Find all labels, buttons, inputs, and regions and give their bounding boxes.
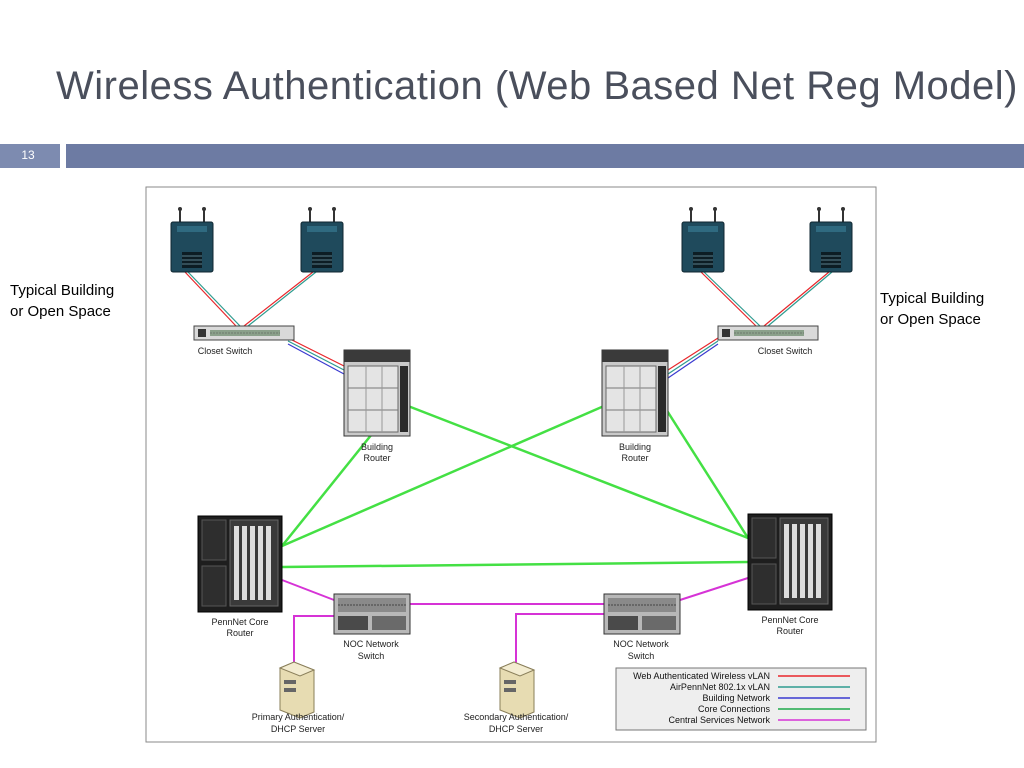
left-area-label-line1: Typical Building <box>10 282 115 299</box>
title-bar <box>66 144 1024 168</box>
secondary-server-label-1: Secondary Authentication/ <box>464 712 569 722</box>
building-router-right-label-1: Building <box>619 442 651 452</box>
right-area-label-line2: or Open Space <box>880 311 981 328</box>
closet-switch-left-label: Closet Switch <box>198 346 253 356</box>
left-area-label-line2: or Open Space <box>10 303 111 320</box>
core-router-icon <box>197 515 283 613</box>
closet-switch-icon <box>193 325 295 341</box>
core-router-icon <box>747 513 833 611</box>
closet-switch-icon <box>717 325 819 341</box>
core-connections <box>281 404 750 569</box>
noc-switch-right-label-1: NOC Network <box>613 639 669 649</box>
core-router-left-label-1: PennNet Core <box>211 617 268 627</box>
primary-server-label-1: Primary Authentication/ <box>252 712 345 722</box>
legend-label: Core Connections <box>698 704 771 714</box>
slide-number-box <box>0 144 60 168</box>
legend: Web Authenticated Wireless vLAN AirPennN… <box>615 667 867 731</box>
noc-switch-right-label-2: Switch <box>628 651 655 661</box>
left-area-label: Typical Building or Open Space <box>10 280 114 322</box>
diagram-frame <box>145 186 877 743</box>
building-router-right-label-2: Router <box>621 453 648 463</box>
building-router-icon <box>343 349 411 437</box>
building-router-left-label-1: Building <box>361 442 393 452</box>
legend-label: AirPennNet 802.1x vLAN <box>670 682 770 692</box>
building-router-left-label-2: Router <box>363 453 390 463</box>
noc-switch-icon <box>603 593 681 635</box>
left-building-links <box>184 271 345 375</box>
legend-label: Building Network <box>702 693 770 703</box>
legend-label: Central Services Network <box>668 715 770 725</box>
central-services-links <box>281 577 749 664</box>
noc-switch-left-label-1: NOC Network <box>343 639 399 649</box>
legend-label: Web Authenticated Wireless vLAN <box>633 671 770 681</box>
core-router-left-label-2: Router <box>226 628 253 638</box>
right-area-label: Typical Building or Open Space <box>880 288 984 330</box>
server-icon <box>279 661 315 719</box>
slide-number: 13 <box>21 148 35 162</box>
slide-title: Wireless Authentication (Web Based Net R… <box>56 64 1018 108</box>
building-router-icon <box>601 349 669 437</box>
right-building-links <box>667 271 833 379</box>
noc-switch-icon <box>333 593 411 635</box>
server-icon <box>499 661 535 719</box>
closet-switch-right-label: Closet Switch <box>758 346 813 356</box>
primary-server-label-2: DHCP Server <box>271 724 325 734</box>
core-router-right-label-1: PennNet Core <box>761 615 818 625</box>
core-router-right-label-2: Router <box>776 626 803 636</box>
noc-switch-left-label-2: Switch <box>358 651 385 661</box>
secondary-server-label-2: DHCP Server <box>489 724 543 734</box>
right-area-label-line1: Typical Building <box>880 290 985 307</box>
